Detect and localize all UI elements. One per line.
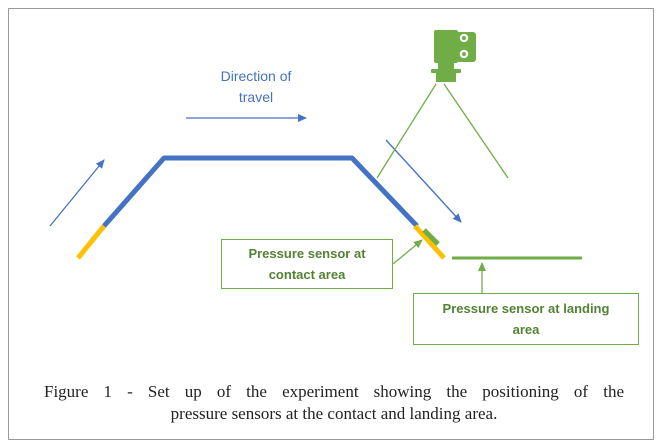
landing-callout-line1: Pressure sensor at landing (442, 301, 610, 316)
travel-arrow-ascent (49, 159, 105, 227)
landing-sensor-callout: Pressure sensor at landing area (413, 293, 639, 345)
figure-caption: Figure 1 - Set up of the experiment show… (44, 381, 624, 425)
track-ramp (102, 155, 419, 228)
contact-callout-line1: Pressure sensor at (248, 246, 366, 261)
figure-frame (8, 8, 654, 440)
direction-label-line1: Direction of (220, 68, 292, 84)
video-camera-icon (431, 30, 476, 82)
camera-view-line-right (443, 83, 509, 179)
travel-arrow-descent (385, 139, 462, 223)
landing-callout-line2: area (512, 322, 540, 337)
contact-callout-pointer (392, 239, 423, 265)
landing-sensor-left (76, 224, 106, 260)
contact-sensor-orange (413, 224, 446, 260)
caption-line1: Figure 1 - Set up of the experiment show… (44, 382, 624, 401)
caption-line2: pressure sensors at the contact and land… (170, 404, 498, 423)
contact-callout-line2: contact area (268, 267, 346, 282)
contact-sensor-callout: Pressure sensor at contact area (221, 239, 393, 289)
contact-sensor-green (422, 228, 440, 246)
camera-view-line-left (376, 83, 437, 179)
direction-of-travel-label: Direction of travel (196, 66, 316, 108)
direction-label-line2: travel (238, 89, 274, 105)
